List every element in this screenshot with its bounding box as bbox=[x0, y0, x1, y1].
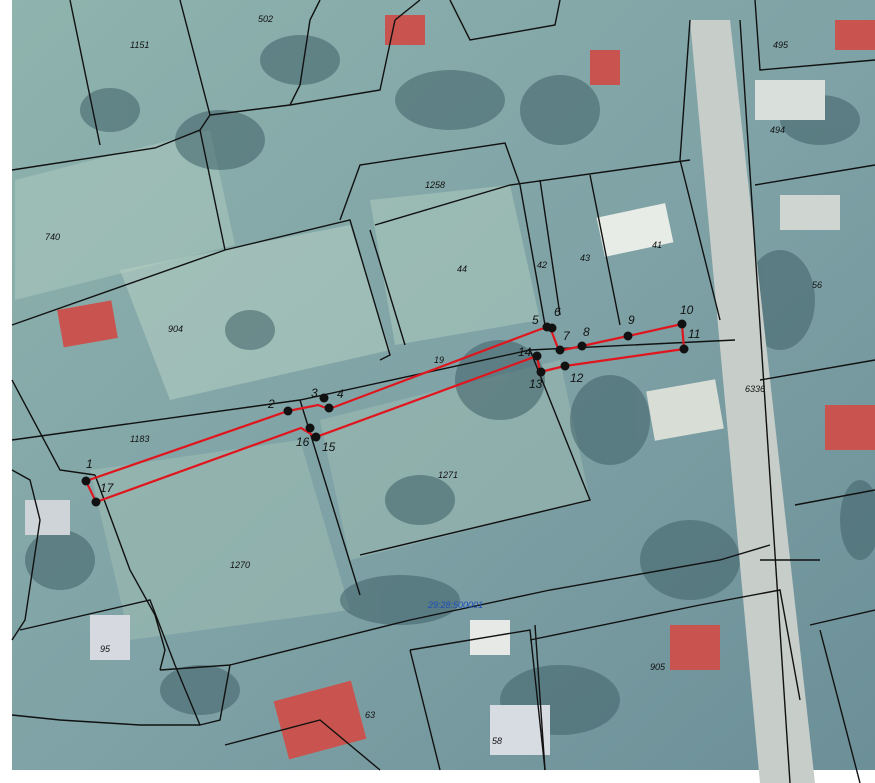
parcel-label: 1151 bbox=[130, 40, 149, 50]
point-number-label: 8 bbox=[583, 325, 590, 339]
point-marker bbox=[547, 323, 557, 333]
point-marker bbox=[536, 367, 546, 377]
parcel-label: 904 bbox=[168, 324, 183, 334]
parcel-label: 56 bbox=[812, 280, 822, 290]
boundary-point: 10 bbox=[677, 303, 694, 329]
point-marker bbox=[305, 423, 315, 433]
point-number-label: 16 bbox=[296, 435, 310, 449]
parcel-label: 1258 bbox=[425, 180, 445, 190]
point-number-label: 5 bbox=[532, 313, 539, 327]
parcel-label: 1271 bbox=[438, 470, 458, 480]
parcel-label: 494 bbox=[770, 125, 785, 135]
point-marker bbox=[677, 319, 687, 329]
parcel-label: 495 bbox=[773, 40, 789, 50]
point-number-label: 3 bbox=[311, 386, 318, 400]
point-number-label: 10 bbox=[680, 303, 694, 317]
point-number-label: 2 bbox=[267, 397, 275, 411]
parcel-boundaries bbox=[11, 0, 875, 783]
boundary-point: 4 bbox=[324, 387, 344, 413]
point-number-label: 12 bbox=[570, 371, 584, 385]
boundary-point: 13 bbox=[529, 367, 546, 391]
parcel-label: 740 bbox=[45, 232, 60, 242]
parcel-label: 19 bbox=[434, 355, 444, 365]
parcel-label: 905 bbox=[650, 662, 666, 672]
parcel-label: 95 bbox=[100, 644, 111, 654]
boundary-point: 1 bbox=[81, 457, 93, 486]
point-number-label: 15 bbox=[322, 440, 336, 454]
parcel-label: 502 bbox=[258, 14, 273, 24]
parcel-label: 43 bbox=[580, 253, 590, 263]
point-number-label: 6 bbox=[554, 305, 561, 319]
boundary-point: 15 bbox=[311, 432, 336, 454]
cadastral-quarter-label: 29:28:500001 bbox=[427, 600, 483, 610]
boundary-point: 7 bbox=[555, 329, 571, 355]
point-number-label: 7 bbox=[563, 329, 571, 343]
boundary-point: 17 bbox=[91, 481, 115, 507]
point-marker bbox=[623, 331, 633, 341]
point-marker bbox=[81, 476, 91, 486]
boundary-point: 3 bbox=[311, 386, 329, 403]
point-marker bbox=[560, 361, 570, 371]
boundary-point: 16 bbox=[296, 423, 315, 449]
parcel-labels: 1151 502 495 494 740 1258 44 42 43 41 90… bbox=[45, 14, 822, 746]
parcel-label: 63 bbox=[365, 710, 375, 720]
point-number-label: 9 bbox=[628, 313, 635, 327]
point-marker bbox=[283, 406, 293, 416]
parcel-label: 41 bbox=[652, 240, 662, 250]
boundary-point: 2 bbox=[267, 397, 293, 416]
boundary-points: 1 2 3 4 5 6 7 8 9 10 11 12 13 14 15 16 1… bbox=[81, 303, 700, 507]
point-number-label: 11 bbox=[688, 327, 700, 341]
point-number-label: 1 bbox=[86, 457, 93, 471]
boundary-point: 9 bbox=[623, 313, 635, 341]
point-number-label: 14 bbox=[518, 345, 532, 359]
point-marker bbox=[532, 351, 542, 361]
point-number-label: 17 bbox=[100, 481, 115, 495]
boundary-point: 8 bbox=[577, 325, 590, 351]
point-marker bbox=[577, 341, 587, 351]
parcel-label: 42 bbox=[537, 260, 547, 270]
point-marker bbox=[319, 393, 329, 403]
point-marker bbox=[324, 403, 334, 413]
parcel-label: 1183 bbox=[130, 434, 149, 444]
road bbox=[690, 20, 815, 783]
point-number-label: 13 bbox=[529, 377, 543, 391]
point-number-label: 4 bbox=[337, 387, 344, 401]
boundary-point: 12 bbox=[560, 361, 584, 385]
boundary-point: 11 bbox=[679, 327, 700, 354]
parcel-label: 44 bbox=[457, 264, 467, 274]
point-marker bbox=[311, 432, 321, 442]
parcel-label: 58 bbox=[492, 736, 502, 746]
point-marker bbox=[91, 497, 101, 507]
boundary-point: 6 bbox=[547, 305, 561, 333]
point-marker bbox=[555, 345, 565, 355]
parcel-label: 1270 bbox=[230, 560, 250, 570]
parcel-label: 6336 bbox=[745, 384, 765, 394]
point-marker bbox=[679, 344, 689, 354]
boundary-point: 14 bbox=[518, 345, 542, 361]
